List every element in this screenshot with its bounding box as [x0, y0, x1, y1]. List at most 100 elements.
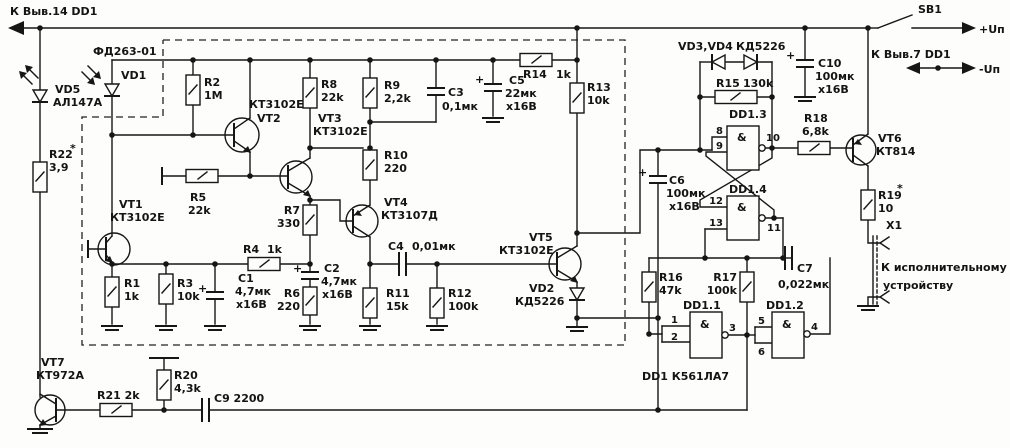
transistor-vt3: VT3 КТ3102Е: [279, 112, 368, 197]
vd5-type: АЛ147А: [53, 96, 103, 109]
vd5-ref: VD5: [55, 83, 80, 96]
vt6-type: КТ814: [876, 145, 916, 158]
r12-ref: R12: [448, 287, 472, 300]
c10-wv: x16В: [818, 83, 849, 96]
resistor-r5: R5 22k: [185, 168, 219, 217]
r13-ref: R13: [587, 81, 611, 94]
capacitor-c5: + C5 22мк x16В: [475, 73, 537, 113]
r16-ref: R16: [659, 271, 683, 284]
c4-val: 0,01мк: [412, 240, 456, 253]
vt6-ref: VT6: [878, 132, 902, 145]
c5-val: 22мк: [505, 87, 537, 100]
gate-dd1-3: & DD1.3 8 9 10: [716, 108, 780, 171]
r10-val: 220: [384, 162, 407, 175]
r2-val: 1M: [204, 89, 223, 102]
transistor-vt6: VT6 КТ814: [845, 132, 916, 167]
r4-ref: R4: [243, 243, 259, 256]
resistor-r7: R7 330: [277, 204, 318, 236]
r14-val: 1k: [556, 68, 572, 81]
resistor-r2: R2 1M: [185, 74, 223, 106]
vt1-type: КТ3102Е: [110, 211, 165, 224]
chip-label: DD1 К561ЛА7: [642, 370, 729, 383]
resistor-r9: R9 2,2k: [362, 77, 411, 109]
resistor-r6: R6 220: [277, 286, 318, 316]
plus-rail-label: +Uп: [979, 23, 1005, 36]
resistor-r13: R13 10k: [569, 81, 611, 114]
vt7-type: КТ972А: [36, 369, 84, 382]
dd14-pin13: 13: [709, 218, 723, 229]
capacitor-c1: + C1 4,7мк x16В: [198, 272, 271, 311]
x1-ref: X1: [886, 219, 902, 232]
r6-ref: R6: [284, 287, 300, 300]
capacitor-c6: + C6 100мк x16В: [638, 166, 706, 213]
vd1-ref: VD1: [121, 69, 146, 82]
gate-dd1-2: & DD1.2 5 6 4: [758, 299, 818, 359]
sensor-module-outline: [81, 39, 626, 346]
r11-val: 15k: [386, 300, 409, 313]
vt4-ref: VT4: [384, 196, 408, 209]
vt2-type: КТ3102Е: [249, 98, 304, 111]
vd34-type: КД5226: [736, 40, 786, 53]
r3-val: 10k: [177, 290, 200, 303]
diode-pair-vd3-vd4: VD3,VD4 КД5226: [678, 40, 786, 71]
transistor-vt5: VT5 КТ3102Е: [499, 231, 582, 283]
resistor-r11: R11 15k: [362, 287, 410, 319]
resistor-r3: R3 10k: [158, 273, 200, 305]
resistor-r18: R18 6,8k: [797, 112, 831, 156]
c3-val: 0,1мк: [442, 100, 478, 113]
vd34-ref: VD3,VD4: [678, 40, 733, 53]
dd11-pin2: 2: [671, 332, 678, 343]
r7-ref: R7: [284, 204, 300, 217]
r22-ref: R22: [49, 148, 73, 161]
resistor-r21: R21 2k: [97, 389, 140, 418]
r19-asterisk: *: [897, 182, 903, 195]
resistor-r15: R15 130k: [714, 77, 774, 105]
r14-ref: R14: [523, 68, 547, 81]
r11-ref: R11: [386, 287, 410, 300]
dd13-label: DD1.3: [729, 108, 767, 121]
resistor-r19: R19 * 10: [860, 182, 903, 221]
r1-ref: R1: [124, 277, 140, 290]
r8-ref: R8: [321, 78, 337, 91]
r16-val: 47k: [659, 284, 682, 297]
c5-ref: C5: [509, 74, 525, 87]
c6-val: 100мк: [666, 187, 706, 200]
r4-val: 1k: [267, 243, 283, 256]
x1-note2: устройству: [883, 279, 953, 292]
c6-plus: +: [638, 166, 647, 179]
c7-ref: C7: [797, 262, 813, 275]
connector-x1: X1 К исполнительному устройству: [872, 219, 1007, 305]
c7-val: 0,022мк: [778, 278, 830, 291]
dd13-pin10: 10: [766, 133, 780, 144]
r3-ref: R3: [177, 277, 193, 290]
vt4-type: КТ3107Д: [381, 209, 438, 222]
r5-val: 22k: [188, 204, 211, 217]
r13-val: 10k: [587, 94, 610, 107]
c10-val: 100мк: [815, 70, 855, 83]
r12-val: 100k: [448, 300, 479, 313]
vd2-ref: VD2: [529, 282, 554, 295]
resistor-r14: R14 1k: [519, 52, 572, 81]
gate-dd1-1: & DD1.1 1 2 3: [671, 299, 736, 359]
r19-val: 10: [878, 202, 894, 215]
dd12-label: DD1.2: [766, 299, 804, 312]
r1-val: 1k: [124, 290, 140, 303]
r22-asterisk: *: [70, 142, 76, 155]
c2-ref: C2: [324, 262, 340, 275]
dd-pin7-bus-label: К Выв.7 DD1: [871, 48, 951, 61]
r5-ref: R5: [190, 191, 206, 204]
vd2-type: КД5226: [515, 295, 565, 308]
c9-label: C9 2200: [214, 392, 265, 405]
capacitor-c3: C3 0,1мк: [427, 86, 478, 113]
led-vd5: VD5 АЛ147А: [19, 65, 103, 109]
resistor-r12: R12 100k: [429, 287, 479, 319]
switch-label: SB1: [918, 3, 942, 16]
transistor-vt7: VT7 КТ972А: [34, 356, 84, 426]
r15-ref: R15: [716, 77, 740, 90]
dd13-pin9: 9: [716, 141, 723, 152]
capacitor-c4: C4 0,01мк: [388, 240, 456, 276]
c1-wv: x16В: [236, 298, 267, 311]
r21-label: R21 2k: [97, 389, 140, 402]
